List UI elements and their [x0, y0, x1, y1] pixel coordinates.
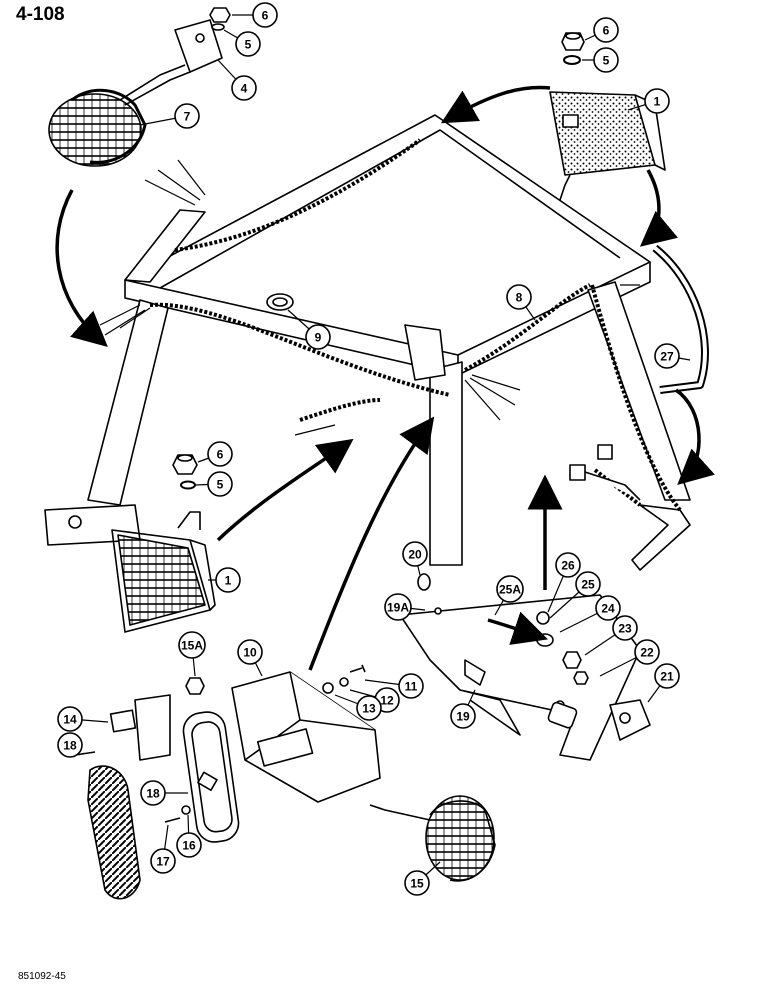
nut-6-upper-left — [209, 7, 231, 23]
callout-16: 16 — [182, 839, 196, 853]
callout-7: 7 — [184, 110, 191, 124]
callout-circle — [593, 17, 619, 43]
rear-work-lamp — [549, 91, 666, 201]
callout-23: 23 — [618, 622, 632, 636]
assembly-arrows — [55, 85, 715, 671]
callout-circle — [57, 706, 83, 732]
figure-code: 851092-45 — [18, 971, 66, 982]
callout-6c: 6 — [217, 448, 224, 462]
callout-circle — [356, 695, 382, 721]
callout-circle — [140, 780, 166, 806]
callout-4: 4 — [241, 82, 248, 96]
callout-circle — [57, 732, 83, 758]
callout-9: 9 — [315, 331, 322, 345]
callout-18b: 18 — [146, 787, 160, 801]
callout-22: 22 — [640, 646, 654, 660]
callout-24: 24 — [601, 602, 615, 616]
rear-connector — [569, 444, 641, 501]
callout-12: 12 — [380, 694, 394, 708]
callout-circle — [207, 441, 233, 467]
callout-circle — [235, 31, 261, 57]
callout-8: 8 — [516, 291, 523, 305]
callout-circle — [231, 75, 257, 101]
washer-5-mid — [180, 480, 196, 490]
rops-front-left-post — [44, 299, 169, 546]
callout-19: 19 — [456, 710, 470, 724]
callout-circle — [506, 284, 532, 310]
callout-circle — [575, 571, 601, 597]
callout-circle — [404, 870, 430, 896]
tail-lamp-lens — [87, 765, 141, 900]
callout-circle — [215, 567, 241, 593]
callout-circle — [252, 2, 278, 28]
nut-6-top — [561, 32, 585, 51]
callout-15: 15 — [410, 877, 424, 891]
callout-circle — [176, 832, 202, 858]
callout-26: 26 — [561, 559, 575, 573]
front-work-lamp-round — [48, 64, 191, 167]
wiring-harness — [149, 138, 682, 512]
hose-27 — [652, 244, 709, 394]
callout-circle — [384, 593, 412, 621]
page-number: 4-108 — [16, 4, 65, 25]
callout-circle — [450, 703, 476, 729]
callout-6a: 6 — [262, 9, 269, 23]
callout-5c: 5 — [217, 478, 224, 492]
callout-19A: 19A — [387, 601, 409, 615]
small-hardware — [74, 664, 366, 823]
washer-5-top — [563, 55, 581, 65]
callout-circle — [398, 673, 424, 699]
flasher-lamp-round — [369, 795, 496, 882]
callout-5b: 5 — [603, 54, 610, 68]
callout-circle — [612, 615, 638, 641]
tail-lamp-bracket — [134, 694, 171, 761]
callout-6b: 6 — [603, 24, 610, 38]
callout-circle — [654, 343, 680, 369]
callout-circle — [593, 47, 619, 73]
nut-6-mid — [172, 454, 198, 475]
lamp-bracket — [174, 19, 223, 73]
mount-bracket — [399, 594, 641, 761]
callout-13: 13 — [362, 702, 376, 716]
rops-side-posts — [124, 209, 446, 381]
callout-17: 17 — [156, 855, 170, 869]
callout-10: 10 — [243, 646, 257, 660]
callout-circle — [654, 663, 680, 689]
washer-5-upper-left — [211, 23, 225, 31]
callout-20: 20 — [408, 548, 422, 562]
callout-21: 21 — [660, 670, 674, 684]
callout-circle — [644, 88, 670, 114]
callout-circle — [237, 639, 263, 665]
callout-11: 11 — [405, 680, 418, 694]
callout-circle — [496, 575, 524, 603]
grommet — [266, 293, 294, 311]
callout-18a: 18 — [63, 739, 77, 753]
callout-circle — [305, 324, 331, 350]
callout-circle — [207, 471, 233, 497]
callout-circle — [402, 541, 428, 567]
front-work-lamp-rect — [111, 511, 216, 633]
callout-circle — [555, 552, 581, 578]
callout-27: 27 — [660, 350, 674, 364]
callout-1a: 1 — [654, 95, 661, 109]
flasher-14 — [109, 709, 137, 733]
callout-circle — [150, 848, 176, 874]
rops-front-right-post — [429, 361, 463, 566]
callout-25: 25 — [581, 578, 595, 592]
callout-25A: 25A — [499, 583, 521, 597]
callout-15A: 15A — [181, 639, 203, 653]
tail-lamp-housing — [231, 671, 381, 803]
callout-circle — [178, 631, 206, 659]
callout-14: 14 — [63, 713, 77, 727]
callout-circle — [595, 595, 621, 621]
callout-1b: 1 — [225, 574, 232, 588]
callout-circle — [174, 103, 200, 129]
callout-circle — [634, 639, 660, 665]
switch-21 — [609, 699, 651, 741]
callout-5a: 5 — [245, 38, 252, 52]
